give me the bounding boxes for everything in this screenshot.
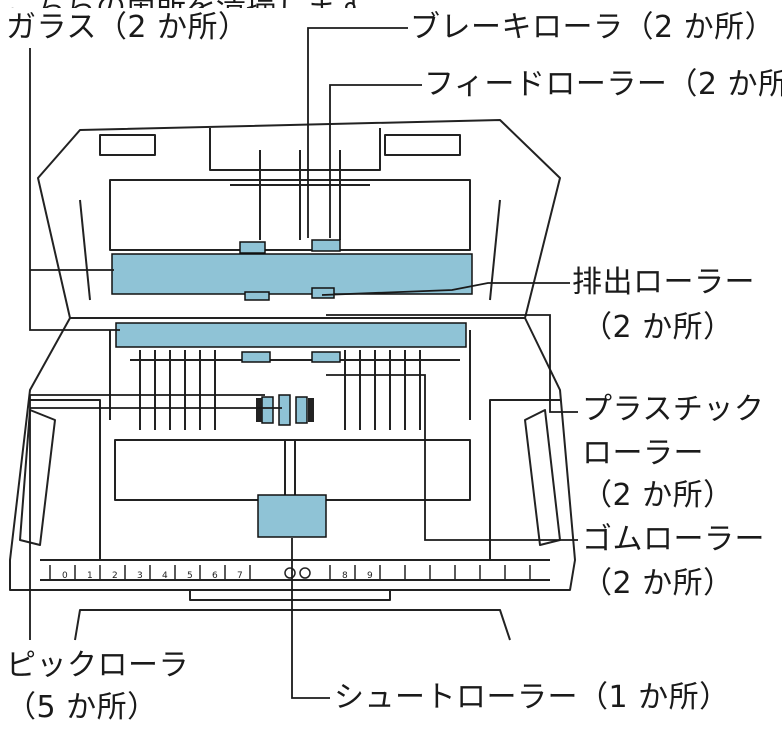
leader-glass [29,48,120,331]
label-pick-roller-line2: （5 か所） [6,690,158,725]
pick-roller-a-highlight [261,396,274,424]
label-rubber-roller-line2: （2 か所） [582,566,734,601]
leader-rubber-roller [326,374,578,541]
label-rubber-roller-line1: ゴムローラー [582,522,765,557]
label-eject-roller-line1: 排出ローラー [572,265,755,300]
leader-plastic-roller [326,314,578,413]
leader-eject-roller [321,282,570,296]
lower-body-outline [9,317,576,591]
label-feed-roller: フィードローラー（2 か所） [424,67,782,102]
plastic-roller-left-highlight [241,351,271,363]
pick-roller-c-highlight [295,396,308,424]
pick-roller-b-highlight [278,394,291,426]
label-chute-roller: シュートローラー（1 か所） [334,680,730,715]
label-plastic-roller-line2: ローラー [582,436,704,471]
eject-roller-right-highlight [311,287,335,299]
label-brake-roller: ブレーキローラ（2 か所） [410,10,776,45]
label-pick-roller-line1: ピックローラ [6,648,189,683]
scale-digit: 9 [367,571,373,581]
top-instruction-fragment: こちらの箇所を清掃します。 [6,0,393,8]
glass-lower-highlight [115,322,467,348]
scale-digit: 3 [137,571,143,581]
feed-roller-right-highlight [311,239,341,252]
scale-digit: 8 [342,571,348,581]
leader-feed-roller [329,84,422,238]
scale-digit: 5 [187,571,193,581]
label-plastic-roller-line3: （2 か所） [582,478,734,513]
scale-digit: 0 [62,571,68,581]
scale-digit: 6 [212,571,218,581]
scale-digit: 1 [87,571,93,581]
eject-roller-left-highlight [244,291,270,301]
label-glass: ガラス（2 か所） [6,10,249,45]
label-plastic-roller-line1: プラスチック [582,392,765,427]
glass-upper-highlight [111,253,473,295]
scale-digit: 4 [162,571,168,581]
leader-brake-roller [307,27,408,238]
feed-roller-left-highlight [239,241,266,254]
chute-roller-highlight [257,494,327,538]
label-eject-roller-line2: （2 か所） [582,310,734,345]
scale-digit: 7 [237,571,243,581]
plastic-roller-right-highlight [311,351,341,363]
leader-pick-roller [29,394,282,640]
leader-chute-roller [291,538,330,699]
scale-digit: 2 [112,571,118,581]
